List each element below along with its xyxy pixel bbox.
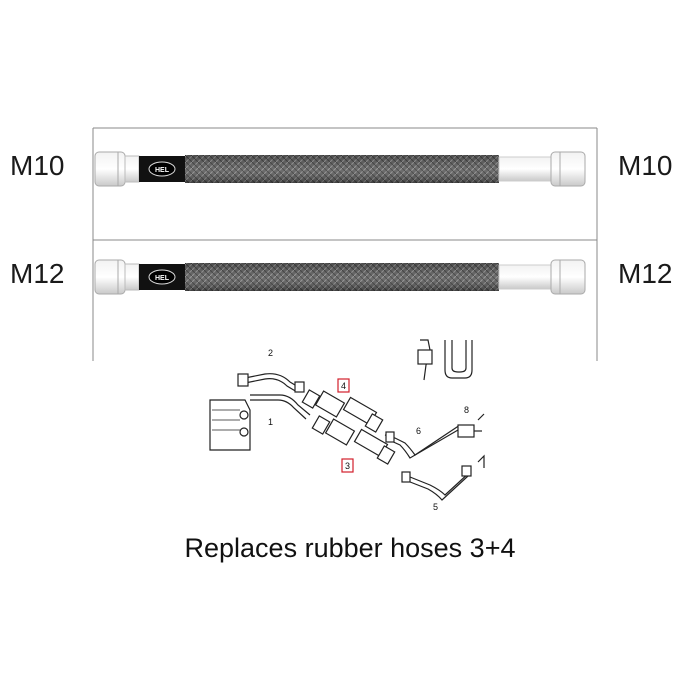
caption: Replaces rubber hoses 3+4 (184, 533, 516, 563)
braided-hose-m12: HEL (94, 259, 586, 295)
part-label-5: 5 (433, 502, 438, 512)
fitting-right (550, 259, 586, 295)
thread-label-left: M10 (10, 150, 65, 181)
svg-text:4: 4 (341, 381, 346, 391)
thread-label-right: M12 (618, 258, 673, 289)
svg-text:HEL: HEL (155, 167, 170, 174)
part-labels: 2 1 6 8 5 4 3 (268, 348, 469, 512)
part-label-3-highlighted: 3 (341, 458, 354, 473)
hel-logo-icon: HEL (148, 269, 176, 285)
fitting-left (94, 259, 126, 295)
part-label-4-highlighted: 4 (337, 378, 350, 393)
frame-lines (92, 127, 598, 361)
braided-hose-m10: HEL (94, 151, 586, 187)
part-label-8: 8 (464, 405, 469, 415)
part-label-6: 6 (416, 426, 421, 436)
thread-label-right: M10 (618, 150, 673, 181)
fitting-right (550, 151, 586, 187)
parts-diagram (209, 339, 485, 501)
svg-text:HEL: HEL (155, 275, 170, 282)
part-label-1: 1 (268, 417, 273, 427)
svg-text:3: 3 (345, 461, 350, 471)
fitting-left (94, 151, 126, 187)
part-label-2: 2 (268, 348, 273, 358)
thread-label-left: M12 (10, 258, 65, 289)
hel-logo-icon: HEL (148, 161, 176, 177)
